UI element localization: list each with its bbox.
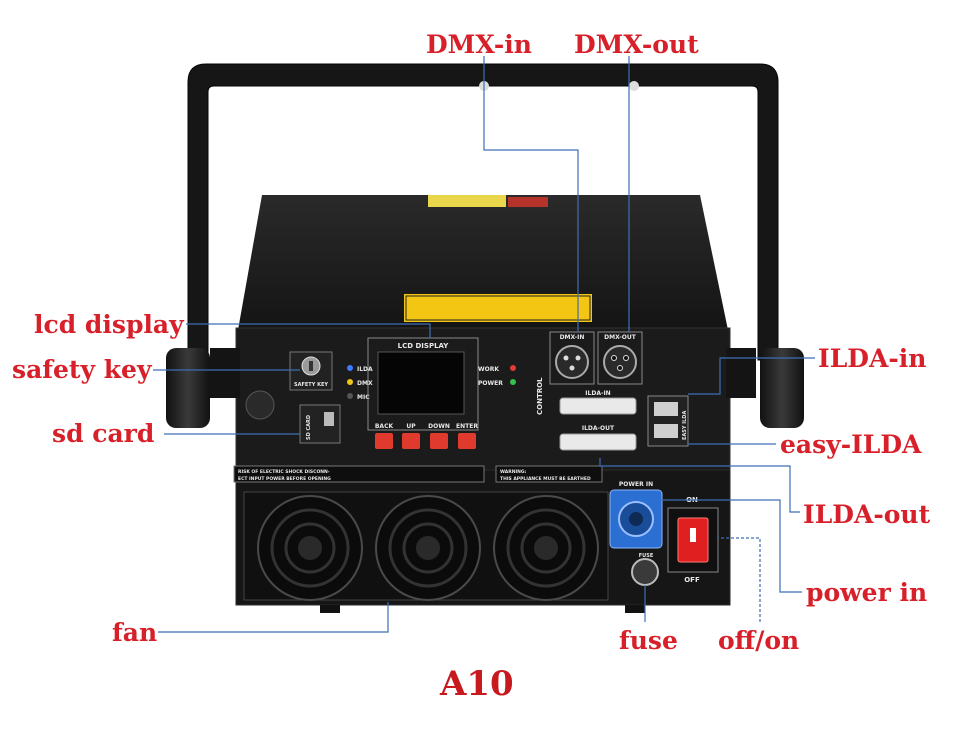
callout-lcd-display: lcd display bbox=[34, 310, 184, 339]
leader-ilda-out bbox=[599, 458, 800, 513]
leader-ilda-in bbox=[688, 357, 815, 395]
model-name: A10 bbox=[440, 664, 514, 704]
ilda-in-port[interactable] bbox=[559, 397, 637, 415]
callout-easy-ilda: easy-ILDA bbox=[780, 430, 922, 459]
callout-ilda-in: ILDA-in bbox=[818, 344, 927, 373]
callout-dmx-out: DMX-out bbox=[574, 30, 699, 59]
control-label: CONTROL bbox=[536, 377, 544, 415]
fan-grilles bbox=[243, 491, 609, 601]
fan-2 bbox=[375, 495, 481, 601]
knob-right bbox=[760, 348, 804, 428]
pin bbox=[575, 355, 581, 361]
top-label bbox=[428, 195, 506, 207]
bracket-hole bbox=[629, 81, 639, 91]
enter-button[interactable] bbox=[458, 433, 476, 449]
laser-warning-sticker bbox=[405, 295, 591, 321]
shock-warning-text-2: ECT INPUT POWER BEFORE OPENING bbox=[238, 476, 331, 482]
lcd-panel-label: LCD DISPLAY bbox=[398, 342, 450, 350]
callout-safety-key: safety key bbox=[12, 355, 152, 384]
callout-fan: fan bbox=[112, 618, 158, 647]
callout-dmx-in: DMX-in bbox=[426, 30, 532, 59]
dmx-out-connector[interactable] bbox=[603, 345, 637, 379]
side-mount bbox=[210, 348, 240, 398]
ilda-led bbox=[347, 365, 353, 371]
sd-card-label: SD CARD bbox=[306, 415, 312, 440]
off-label: OFF bbox=[684, 576, 700, 584]
power-in-panel-label: POWER IN bbox=[619, 481, 653, 488]
side-ring bbox=[245, 390, 275, 420]
easy-ilda-panel-label: EASY ILDA bbox=[682, 411, 688, 440]
leader-dmx-in bbox=[483, 56, 579, 332]
laser-warning-sticker bbox=[404, 294, 592, 322]
ilda-out-port[interactable] bbox=[559, 433, 637, 451]
earth-warning-text: WARNING: bbox=[500, 469, 527, 475]
dmx-in-connector[interactable] bbox=[555, 345, 589, 379]
lcd-screen bbox=[377, 351, 465, 415]
chassis-top bbox=[238, 195, 728, 330]
pin bbox=[611, 355, 617, 361]
safety-key-label: SAFETY KEY bbox=[294, 382, 328, 388]
work-led bbox=[510, 365, 516, 371]
lcd-frame bbox=[367, 337, 479, 431]
callout-fuse: fuse bbox=[619, 626, 678, 655]
ilda-out-panel-label: ILDA-OUT bbox=[582, 425, 615, 432]
dmx-led bbox=[347, 379, 353, 385]
up-button[interactable] bbox=[402, 433, 420, 449]
back-button[interactable] bbox=[375, 433, 393, 449]
shock-warning-strip bbox=[233, 465, 485, 483]
dmx-indicator-label: DMX bbox=[357, 380, 373, 387]
leader-off-on bbox=[718, 537, 761, 622]
ilda-indicator-label: ILDA bbox=[357, 366, 373, 373]
callout-ilda-out: ILDA-out bbox=[803, 500, 931, 529]
callout-sd-card: sd card bbox=[52, 419, 155, 448]
fan-1 bbox=[257, 495, 363, 601]
pin bbox=[563, 355, 569, 361]
power-switch-mark bbox=[690, 528, 696, 542]
ilda-in-panel-label: ILDA-IN bbox=[585, 390, 610, 397]
leader-power-in bbox=[660, 499, 802, 593]
enter-button-label: ENTER bbox=[456, 423, 478, 430]
mic-led bbox=[347, 393, 353, 399]
back-button-label: BACK bbox=[375, 423, 394, 430]
easy-ilda-port[interactable] bbox=[654, 424, 678, 438]
work-indicator-label: WORK bbox=[478, 366, 499, 373]
leader-fan bbox=[158, 602, 389, 633]
pin bbox=[617, 365, 623, 371]
foot bbox=[320, 605, 340, 613]
top-label bbox=[508, 197, 548, 207]
shock-warning-text: RISK OF ELECTRIC SHOCK DISCONN- bbox=[238, 469, 330, 475]
down-button-label: DOWN bbox=[428, 423, 450, 430]
hanging-bracket bbox=[187, 63, 779, 361]
pin bbox=[569, 365, 575, 371]
dmx-in-frame bbox=[549, 331, 595, 385]
side-mount bbox=[726, 348, 756, 398]
callout-power-in: power in bbox=[806, 578, 928, 607]
callout-off-on: off/on bbox=[718, 626, 800, 655]
up-button-label: UP bbox=[406, 423, 416, 430]
mic-indicator-label: MIC bbox=[357, 394, 370, 401]
knob-left bbox=[166, 348, 210, 428]
sd-card-slot bbox=[324, 412, 334, 426]
dmx-in-panel-label: DMX-IN bbox=[560, 334, 585, 341]
leader-lines bbox=[153, 56, 815, 633]
easy-ilda-port[interactable] bbox=[654, 402, 678, 416]
foot bbox=[625, 605, 645, 613]
pin bbox=[623, 355, 629, 361]
power-led bbox=[510, 379, 516, 385]
leader-lcd-display bbox=[186, 323, 431, 338]
earth-warning-strip bbox=[495, 465, 603, 483]
earth-warning-text-2: THIS APPLIANCE MUST BE EARTHED bbox=[500, 476, 591, 482]
dmx-out-panel-label: DMX-OUT bbox=[604, 334, 637, 341]
fuse-panel-label: FUSE bbox=[639, 553, 654, 559]
fan-3 bbox=[493, 495, 599, 601]
safety-key-slot bbox=[309, 361, 313, 371]
power-in-core bbox=[629, 512, 643, 526]
fuse-holder[interactable] bbox=[631, 558, 659, 586]
dmx-out-frame bbox=[597, 331, 643, 385]
down-button[interactable] bbox=[430, 433, 448, 449]
power-indicator-label: POWER bbox=[478, 380, 503, 387]
